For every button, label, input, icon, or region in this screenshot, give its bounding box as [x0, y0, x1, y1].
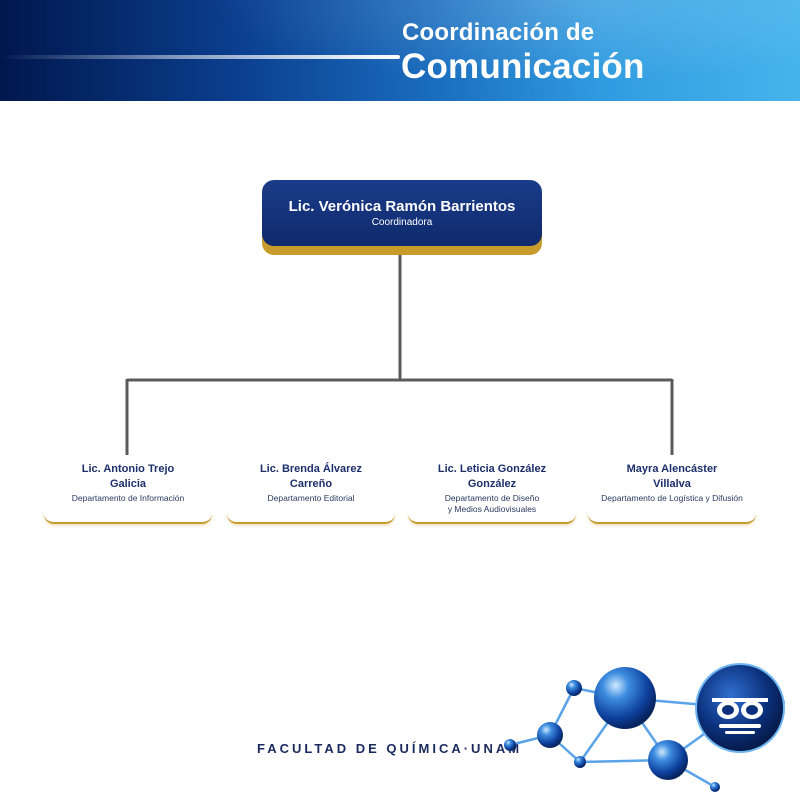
network-node-tiny: [710, 782, 720, 792]
network-node-tiny: [504, 739, 516, 751]
child-node-3: Lic. Leticia González González Departame…: [408, 462, 576, 524]
child-node-4: Mayra Alencáster Villalva Departamento d…: [588, 462, 756, 524]
child-node-1: Lic. Antonio Trejo Galicia Departamento …: [44, 462, 212, 524]
child-gold-underline: [588, 512, 756, 524]
root-role: Coordinadora: [371, 217, 433, 228]
network-node-small: [566, 680, 582, 696]
child-department: Departamento de Información: [44, 493, 212, 504]
network-node-tiny: [574, 756, 586, 768]
root-node-box: Lic. Verónica Ramón Barrientos Coordinad…: [262, 180, 542, 246]
child-gold-underline: [408, 512, 576, 524]
child-name: Lic. Brenda Álvarez Carreño: [227, 462, 395, 492]
header-banner: Coordinación de Comunicación: [0, 0, 800, 101]
child-name-line: Mayra Alencáster: [626, 463, 718, 475]
child-name: Mayra Alencáster Villalva: [588, 462, 756, 492]
child-name: Lic. Leticia González González: [408, 462, 576, 492]
child-name-line: Carreño: [289, 478, 333, 490]
molecule-network-icon: [504, 663, 786, 792]
owl-glasses-logo-icon: [695, 663, 785, 753]
child-dept-line: y Medios Audiovisuales: [447, 504, 537, 514]
child-name-line: González: [467, 478, 517, 490]
child-department: Departamento Editorial: [227, 493, 395, 504]
child-name: Lic. Antonio Trejo Galicia: [44, 462, 212, 492]
child-gold-underline: [44, 512, 212, 524]
child-dept-line: Departamento de Logística y Difusión: [601, 493, 743, 503]
header-title-line2: Comunicación: [401, 47, 645, 86]
header-accent-line: [0, 55, 400, 59]
header-title-line1: Coordinación de: [402, 19, 595, 46]
root-node: Lic. Verónica Ramón Barrientos Coordinad…: [262, 180, 542, 255]
owl-glasses-logo-glyph: [712, 698, 768, 734]
child-name-line: Lic. Antonio Trejo: [81, 463, 175, 475]
child-name-line: Lic. Brenda Álvarez: [259, 463, 363, 475]
child-name-line: Lic. Leticia González: [437, 463, 547, 475]
child-department: Departamento de Logística y Difusión: [588, 493, 756, 504]
child-dept-line: Departamento Editorial: [267, 493, 355, 503]
child-name-line: Villalva: [653, 478, 691, 490]
header-highlight: [0, 0, 800, 101]
network-node-medium: [537, 722, 563, 748]
child-department: Departamento de Diseño y Medios Audiovis…: [408, 493, 576, 515]
root-name: Lic. Verónica Ramón Barrientos: [288, 198, 516, 215]
child-dept-line: Departamento de Información: [71, 493, 185, 503]
child-node-2: Lic. Brenda Álvarez Carreño Departamento…: [227, 462, 395, 524]
child-name-line: Galicia: [109, 478, 147, 490]
child-gold-underline: [227, 512, 395, 524]
child-dept-line: Departamento de Diseño: [444, 493, 540, 503]
network-node-medium: [648, 740, 688, 780]
network-node-large: [594, 667, 656, 729]
footer-institution: FACULTAD DE QUÍMICA·UNAM: [257, 741, 523, 756]
